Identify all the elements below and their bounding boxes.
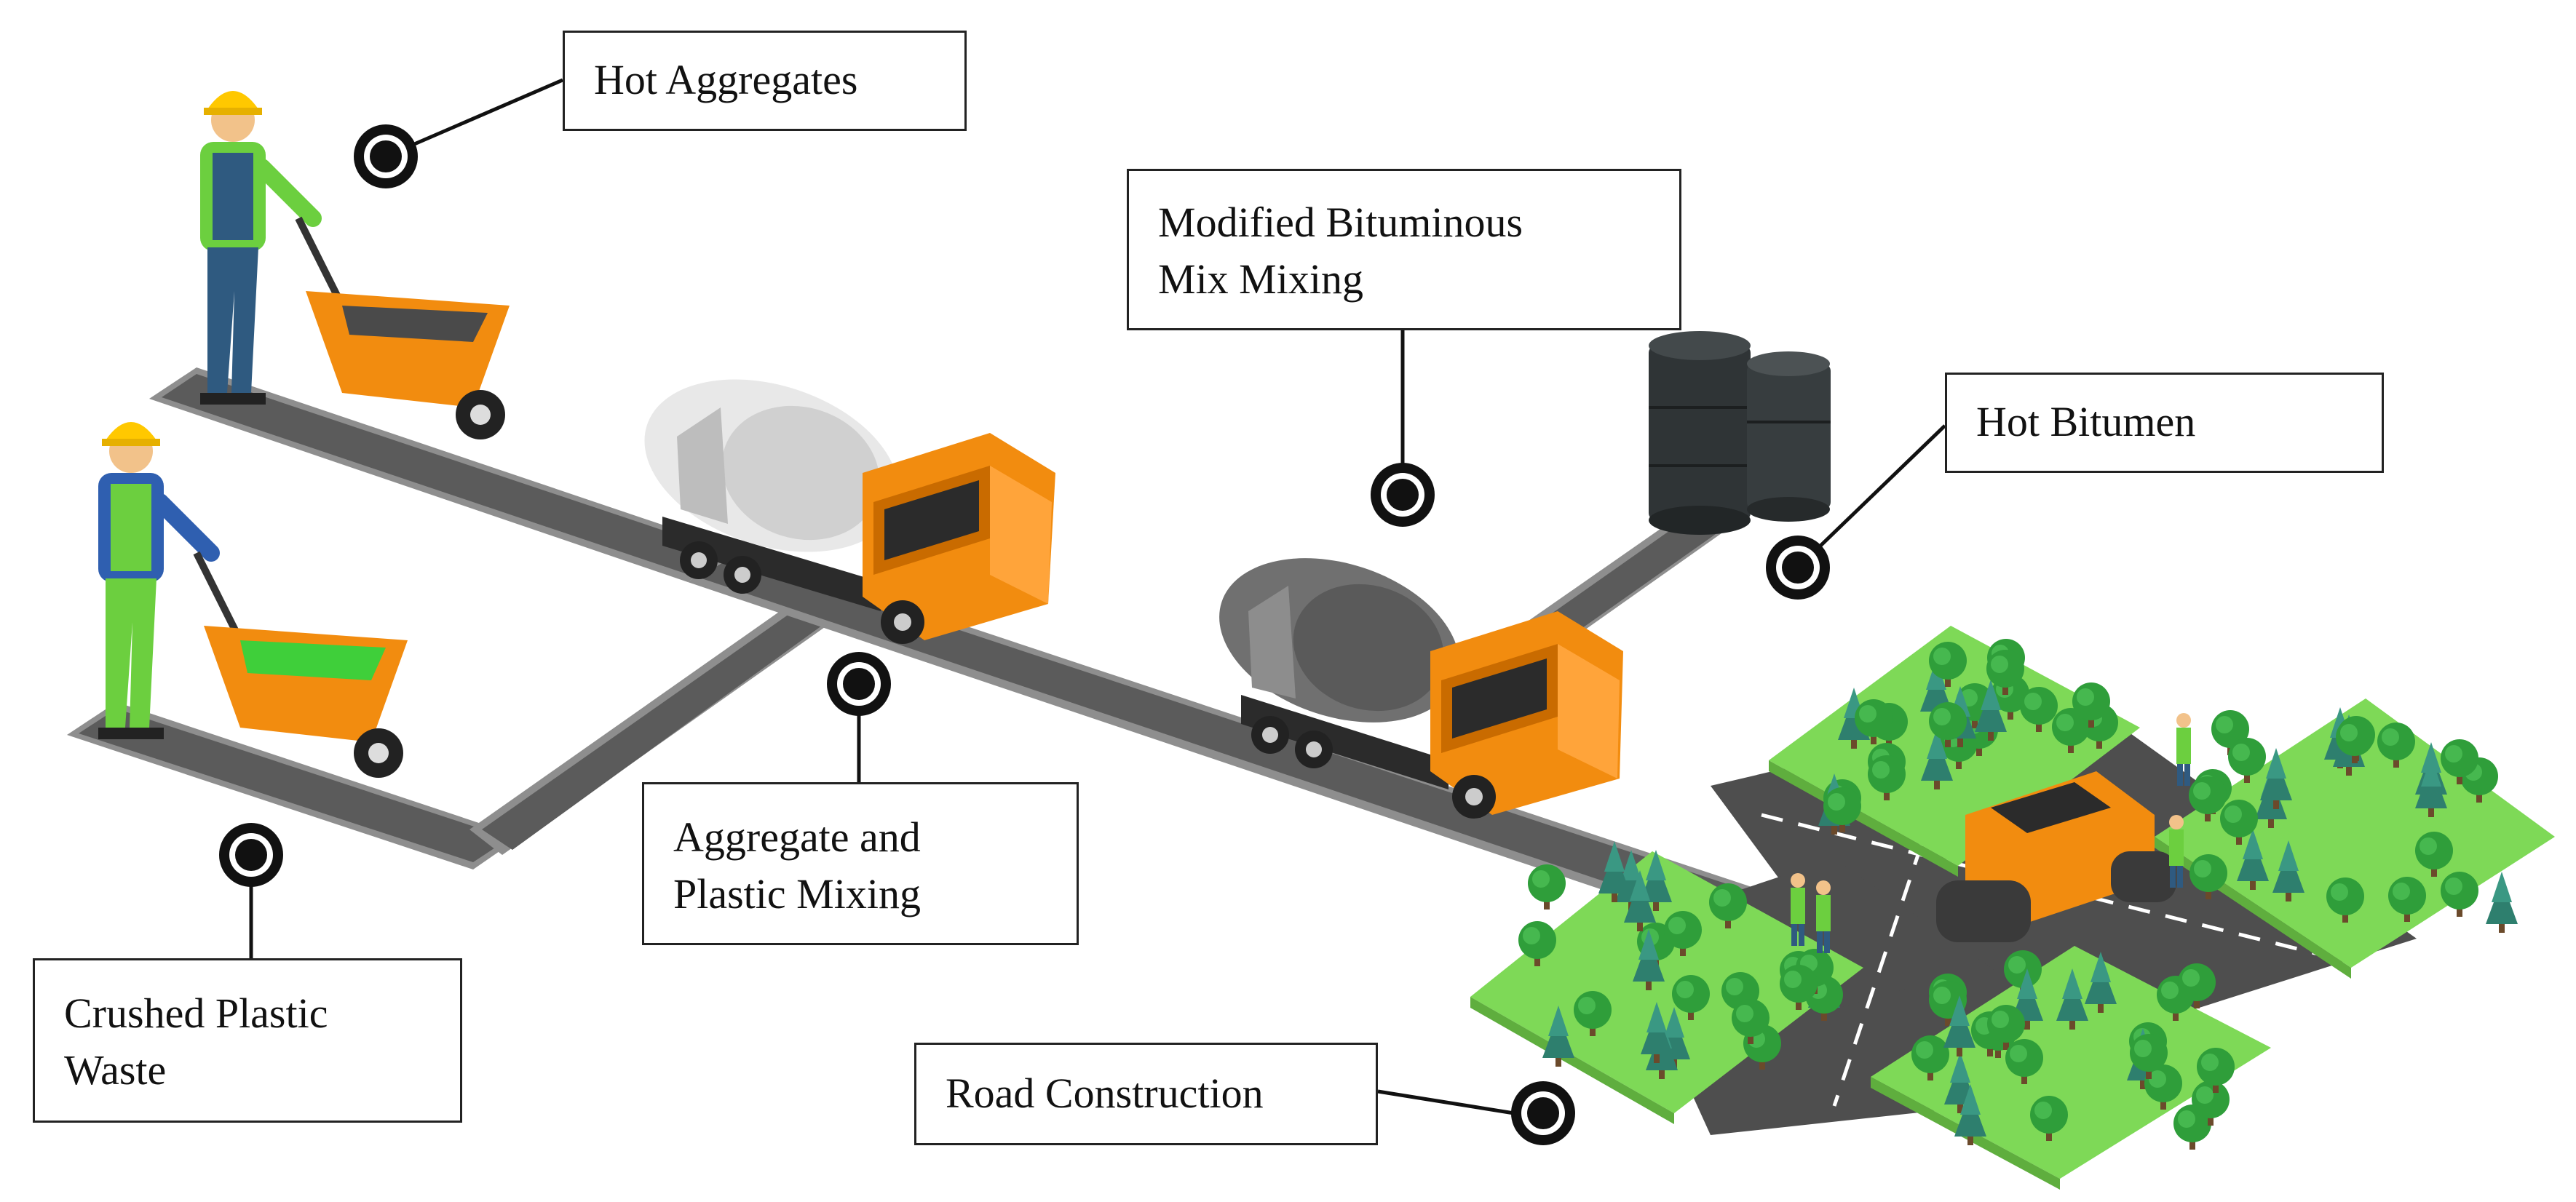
concrete-mixer-truck-icon bbox=[1219, 558, 1623, 819]
label-text: Road Construction bbox=[946, 1070, 1264, 1117]
tree-icon bbox=[1528, 864, 1566, 910]
marker-modified bbox=[1371, 463, 1435, 527]
label-aggregate-and-plastic-mixing: Aggregate and Plastic Mixing bbox=[642, 782, 1079, 945]
label-hot-bitumen: Hot Bitumen bbox=[1945, 373, 2384, 473]
road-roller-icon bbox=[1936, 771, 2176, 942]
markers bbox=[219, 124, 1830, 1145]
worker-icon bbox=[98, 422, 220, 739]
label-road-construction: Road Construction bbox=[914, 1043, 1378, 1145]
label-text: Hot Bitumen bbox=[1976, 398, 2196, 445]
label-text-line2: Waste bbox=[64, 1046, 167, 1094]
concrete-mixer-truck-icon bbox=[644, 379, 1055, 644]
marker-hot-bitumen bbox=[1766, 536, 1830, 600]
label-text: Hot Aggregates bbox=[594, 56, 858, 103]
marker-road bbox=[1511, 1081, 1575, 1145]
bitumen-barrel-icon bbox=[1649, 331, 1831, 535]
label-text-line2: Plastic Mixing bbox=[673, 870, 921, 918]
wheelbarrow-icon bbox=[193, 551, 408, 778]
label-modified-bituminous-mix-mixing: Modified Bituminous Mix Mixing bbox=[1127, 169, 1681, 330]
marker-aggregate bbox=[827, 652, 891, 716]
tree-icon bbox=[2486, 872, 2518, 933]
marker-hot-aggregates bbox=[354, 124, 418, 188]
label-text-line1: Aggregate and bbox=[673, 813, 921, 861]
label-text-line1: Crushed Plastic bbox=[64, 990, 328, 1037]
wheelbarrow-icon bbox=[295, 216, 510, 439]
site-workers bbox=[1791, 713, 2191, 953]
tree-icon bbox=[2441, 872, 2478, 917]
label-text-line1: Modified Bituminous bbox=[1158, 199, 1523, 246]
marker-crushed bbox=[219, 823, 283, 887]
label-hot-aggregates: Hot Aggregates bbox=[563, 31, 967, 131]
label-crushed-plastic-waste: Crushed Plastic Waste bbox=[33, 958, 462, 1123]
worker-icon bbox=[200, 91, 322, 405]
label-text-line2: Mix Mixing bbox=[1158, 255, 1363, 303]
